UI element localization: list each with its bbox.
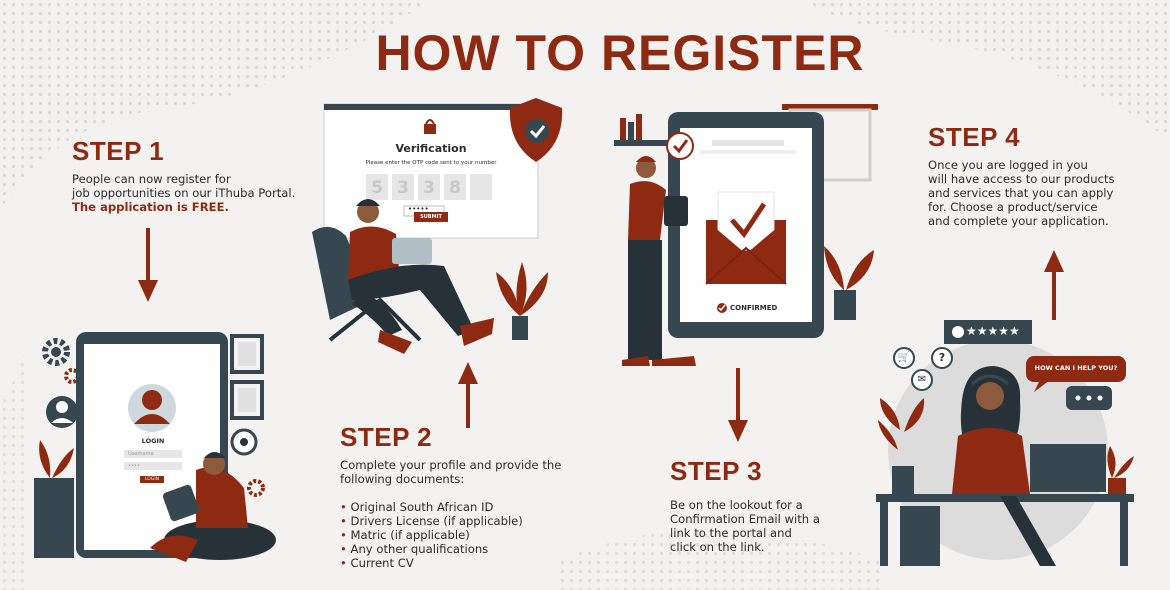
- step-4-description: Once you are logged in you will have acc…: [928, 158, 1128, 228]
- step-4-line: for. Choose a product/service: [928, 200, 1098, 214]
- step-1-highlight: The application is FREE.: [72, 200, 229, 214]
- step-4-heading: STEP 4: [928, 122, 1021, 152]
- phone-username-placeholder: Username: [128, 451, 154, 457]
- cart-icon: 🛒: [897, 352, 911, 363]
- step-3-heading: STEP 3: [670, 456, 763, 486]
- document-item: Drivers License (if applicable): [340, 514, 570, 528]
- step-2-line: following documents:: [340, 472, 465, 486]
- document-item: Matric (if applicable): [340, 528, 570, 542]
- step-1-description: People can now register for job opportun…: [72, 172, 312, 214]
- step-3-line: link to the portal and: [670, 526, 792, 540]
- arrow-up-icon: [1044, 250, 1064, 320]
- otp-digit: 5: [371, 178, 383, 198]
- arrow-up-icon: [458, 362, 478, 428]
- help-chat-bubble: HOW CAN I HELP YOU?: [1034, 364, 1118, 372]
- step-3-line: Be on the lookout for a: [670, 498, 803, 512]
- question-icon: ?: [938, 351, 946, 364]
- rating-stars: ★★★★★: [966, 324, 1020, 338]
- verification-subtitle: Please enter the OTP code sent to your n…: [365, 160, 497, 166]
- documents-list: Original South African ID Drivers Licens…: [340, 500, 570, 570]
- spacer: [340, 486, 570, 500]
- document-item: Current CV: [340, 556, 570, 570]
- step-3-description: Be on the lookout for a Confirmation Ema…: [670, 498, 840, 554]
- otp-password-mask: •••••: [408, 205, 429, 213]
- phone-login-button: LOGIN: [144, 477, 160, 482]
- mail-icon: ✉: [917, 374, 927, 385]
- arrow-down-icon: [728, 368, 748, 442]
- step-4-line: and complete your application.: [928, 214, 1109, 228]
- verification-title: Verification: [395, 142, 467, 155]
- step-2-heading: STEP 2: [340, 422, 433, 452]
- email-confirmed-status: CONFIRMED: [730, 304, 778, 312]
- otp-submit-button: SUBMIT: [420, 214, 442, 220]
- step-1-line: People can now register for: [72, 172, 231, 186]
- document-item: Original South African ID: [340, 500, 570, 514]
- step-4-line: will have access to our products: [928, 172, 1115, 186]
- page-title: HOW TO REGISTER: [375, 25, 865, 81]
- arrow-down-icon: [138, 228, 158, 302]
- step-1-heading: STEP 1: [72, 136, 165, 166]
- otp-digit: 3: [397, 178, 409, 198]
- step-3-line: click on the link.: [670, 540, 765, 554]
- otp-digit: 3: [423, 178, 435, 198]
- step-1-line: job opportunities on our iThuba Portal.: [72, 186, 296, 200]
- phone-password-placeholder: ••••: [128, 463, 140, 469]
- document-item: Any other qualifications: [340, 542, 570, 556]
- phone-login-label: LOGIN: [141, 437, 165, 445]
- step-4-line: Once you are logged in you: [928, 158, 1088, 172]
- step-2-line: Complete your profile and provide the: [340, 458, 562, 472]
- otp-digit: 8: [449, 178, 461, 198]
- step-4-line: and services that you can apply: [928, 186, 1114, 200]
- step-2-description: Complete your profile and provide the fo…: [340, 458, 570, 570]
- step-3-line: Confirmation Email with a: [670, 512, 820, 526]
